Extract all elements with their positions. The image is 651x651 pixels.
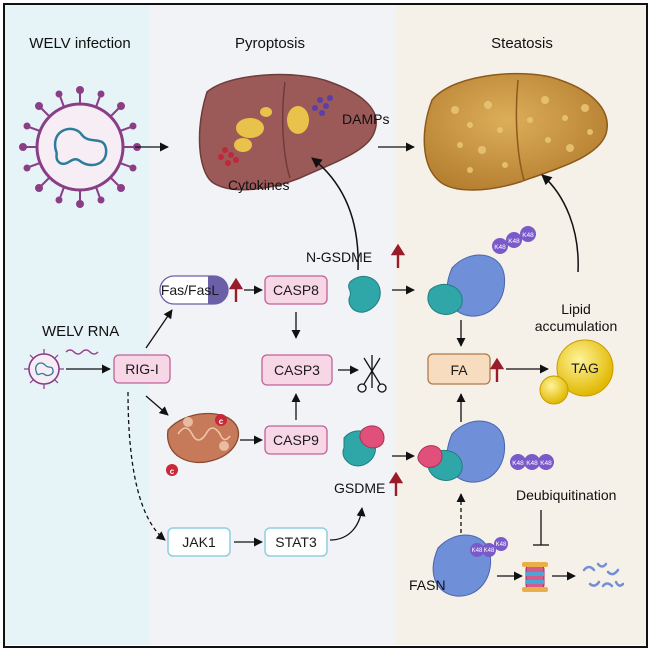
scissors-icon — [357, 355, 387, 393]
casp3-label: CASP3 — [274, 362, 320, 378]
svg-text:K48: K48 — [496, 542, 507, 548]
k48-chain-lower: K48 K48 K48 — [510, 454, 554, 470]
svg-text:c: c — [219, 417, 224, 426]
fa-up-arrow-icon — [489, 357, 505, 382]
rna-squiggle-icon — [65, 349, 99, 355]
k48-chain-fasn: K48 K48 K48 — [470, 537, 508, 557]
casp9-box — [264, 425, 328, 455]
svg-text:K48: K48 — [472, 548, 483, 554]
arrow-rigi-to-fas — [145, 309, 173, 349]
svg-text:K48: K48 — [526, 460, 538, 467]
fas-up-arrow-icon — [228, 277, 244, 302]
gsdme-up-arrow-icon — [388, 471, 404, 496]
casp8-box — [264, 275, 328, 305]
inhibition-deubiquitination — [533, 510, 549, 546]
fas-fasl-label: Fas/FasL — [161, 282, 220, 298]
degraded-fragments-icon — [582, 562, 625, 588]
svg-text:K48: K48 — [494, 244, 506, 251]
jak1-box — [167, 527, 231, 557]
n-gsdme-up-arrow-icon — [390, 243, 406, 268]
cytochrome-c-marker-top: c — [215, 414, 227, 426]
fatty-liver-icon — [423, 72, 608, 191]
jak1-label: JAK1 — [182, 534, 216, 550]
panel-title-infection: WELV infection — [29, 35, 130, 52]
arrow-ngsdme-to-liver — [311, 157, 359, 271]
arrow-tag-to-fatty-liver — [541, 174, 579, 273]
lipid-accumulation-line2: accumulation — [535, 318, 618, 334]
svg-text:c: c — [170, 467, 175, 476]
damps-label: DAMPs — [342, 111, 389, 127]
svg-text:K48: K48 — [508, 238, 520, 245]
fas-fasl-box — [159, 275, 229, 305]
n-gsdme-protein-icon — [348, 275, 381, 313]
fasn-label: FASN — [409, 577, 446, 593]
injured-liver-icon — [198, 73, 377, 191]
cytokines-label: Cytokines — [228, 177, 289, 193]
rig-i-label: RIG-I — [125, 361, 158, 377]
casp3-box — [261, 354, 333, 386]
proteasome-icon — [522, 562, 548, 592]
svg-text:K48: K48 — [540, 460, 552, 467]
arrow-stat3-to-gsdme — [329, 507, 366, 541]
casp9-label: CASP9 — [273, 432, 319, 448]
tag-label: TAG — [571, 360, 599, 376]
virus-large-icon — [19, 86, 141, 208]
cytochrome-c-marker-bottom: c — [166, 464, 178, 476]
n-gsdme-label: N-GSDME — [306, 249, 372, 265]
stat3-box — [264, 527, 328, 557]
arrow-rigi-to-mito — [145, 395, 169, 416]
figure-border — [3, 3, 648, 648]
deubiquitination-label: Deubiquitination — [516, 487, 616, 503]
fasn-gsdme-complex-icon — [417, 420, 506, 483]
panel-title-steatosis: Steatosis — [491, 35, 553, 52]
k48-chain-upper: K48 K48 K48 — [492, 226, 536, 254]
welv-rna-label: WELV RNA — [42, 323, 119, 340]
svg-text:K48: K48 — [512, 460, 524, 467]
svg-text:K48: K48 — [522, 232, 534, 239]
gsdme-label: GSDME — [334, 480, 385, 496]
lipid-accumulation-line1: Lipid — [561, 301, 591, 317]
virus-small-icon — [24, 349, 64, 389]
gsdme-protein-icon — [342, 425, 385, 467]
svg-text:K48: K48 — [484, 548, 495, 554]
stat3-label: STAT3 — [275, 534, 317, 550]
fa-label: FA — [450, 362, 468, 378]
panel-title-pyroptosis: Pyroptosis — [235, 35, 305, 52]
casp8-label: CASP8 — [273, 282, 319, 298]
tag-droplet-icon — [539, 339, 614, 405]
fasn-ngsdme-complex-icon — [427, 254, 506, 317]
rig-i-box — [113, 354, 171, 384]
